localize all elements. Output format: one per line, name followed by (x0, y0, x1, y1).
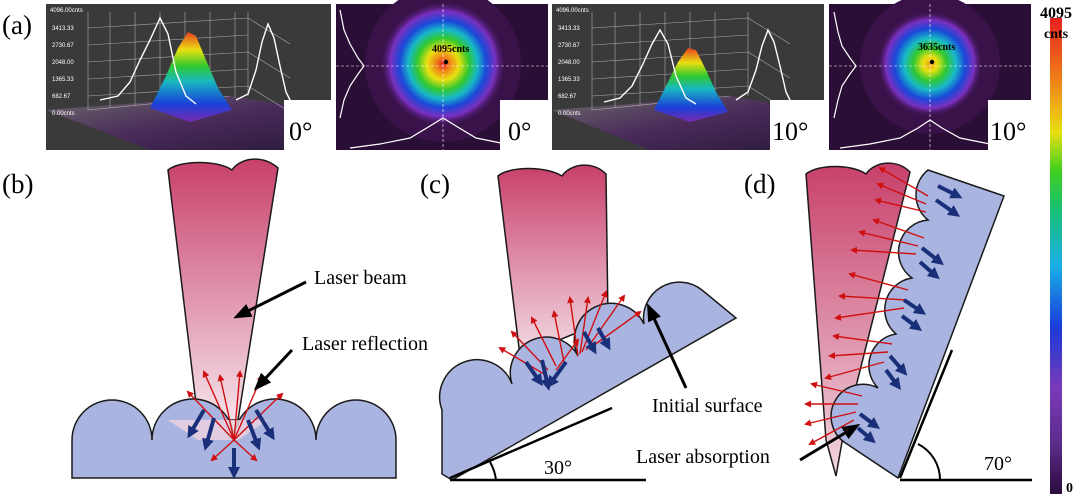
beam-spot-view-10deg: 3635cnts 10° (829, 0, 1031, 150)
colorbar: 4095 cnts 0 (1040, 5, 1073, 496)
zaxis-title: 4096.00cnts (50, 8, 83, 14)
callout-initial-surface: Initial surface (652, 395, 763, 417)
panel-c-label: (c) (420, 169, 450, 199)
callout-arrow (253, 348, 294, 391)
zaxis-tick: 2048.00 (52, 60, 74, 66)
surface-profile (438, 281, 738, 481)
zaxis-tick: 2048.00 (558, 60, 580, 66)
laser-beam (497, 164, 609, 358)
colorbar-unit-label: cnts (1044, 27, 1069, 42)
panel-b-label: (b) (2, 169, 33, 199)
panel-d-label: (d) (744, 169, 775, 199)
peak-label: 4095cnts (432, 44, 469, 55)
zaxis-tick: 2730.67 (52, 43, 74, 49)
zaxis-tick: 3413.33 (52, 26, 74, 32)
zaxis-tick: 1365.33 (52, 77, 74, 83)
callout-arrow (233, 280, 307, 319)
panel-c-diagram: Initial surface 30° (438, 164, 763, 482)
colorbar-max-label: 4095 (1040, 5, 1072, 22)
angle-label: 10° (990, 117, 1026, 146)
zaxis-tick: 682.67 (52, 94, 71, 100)
angle-label: 10° (772, 117, 808, 146)
panel-d-diagram: Laser absorption 70° (636, 162, 1032, 482)
angle-label: 30° (544, 457, 572, 479)
zaxis-tick: 0.00cnts (52, 111, 75, 117)
angle-label: 0° (508, 117, 531, 146)
beam-spot-view-0deg: 4095cnts 0° (336, 0, 548, 150)
zaxis-tick: 3413.33 (558, 26, 580, 32)
laser-beam (167, 158, 279, 421)
callout-arrow (799, 423, 861, 462)
profile-3d-view-10deg: 4096.00cnts 3413.33 2730.67 2048.00 1365… (552, 4, 824, 150)
zaxis-tick: 682.67 (558, 94, 577, 100)
angle-label: 70° (984, 453, 1012, 475)
zaxis-tick: 0.00cnts (558, 111, 581, 117)
peak-label: 3635cnts (918, 42, 955, 53)
zaxis-tick: 1365.33 (558, 77, 580, 83)
profile-3d-view-0deg: 4096.00cnts 3413.33 2730.67 2048.00 1365… (46, 4, 331, 150)
panel-b-diagram: Laser beam Laser reflection (71, 158, 428, 479)
zaxis-title: 4096.00cnts (556, 8, 589, 14)
panel-a-label: (a) (2, 10, 32, 40)
callout-laser-absorption: Laser absorption (636, 446, 770, 468)
zaxis-tick: 2730.67 (558, 43, 580, 49)
colorbar-min-label: 0 (1066, 481, 1073, 496)
callout-laser-reflection: Laser reflection (302, 333, 428, 355)
laser-beam (805, 162, 911, 477)
angle-label: 0° (289, 117, 312, 146)
callout-arrow (646, 303, 688, 389)
callout-laser-beam: Laser beam (314, 267, 407, 289)
